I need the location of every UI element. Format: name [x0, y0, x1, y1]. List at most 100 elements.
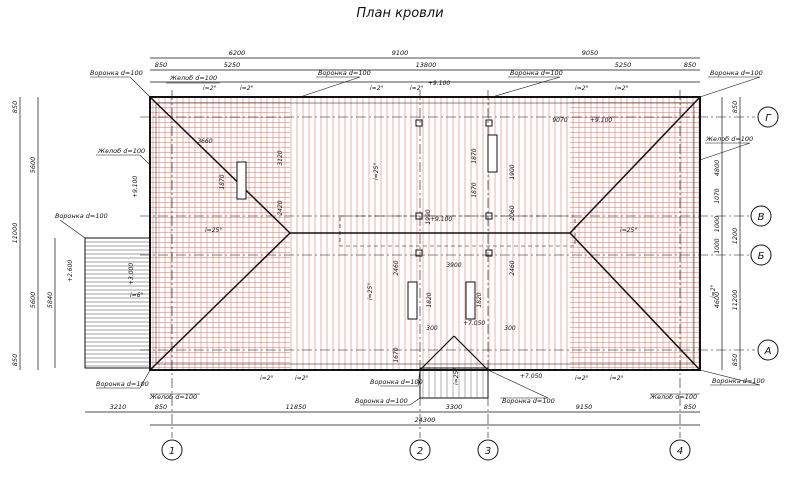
dim-bottom-f: 850	[684, 403, 696, 411]
vent-4	[485, 249, 493, 257]
dim-inner-8: 2460	[393, 260, 400, 275]
dim-bottom-d: 3300	[446, 403, 463, 411]
dim-inner-14: 300	[426, 325, 438, 332]
inner-dimensions: 3660 3120 1870 2420 1870 1870 1900 2060 …	[197, 117, 721, 363]
axis-label-a: А	[764, 346, 772, 357]
axis-marker-labels: Г В Б А 1 2 3 4	[169, 113, 772, 457]
axis-bubble-4	[669, 439, 691, 461]
roof-battens-east	[570, 97, 700, 370]
dim-left-total: 11000	[11, 223, 19, 244]
dim-bottom-total: 24300	[415, 416, 436, 424]
dim-inner-16: 9070	[552, 117, 567, 124]
slope-marks: i=25° i=25° i=25° i=25° i=6° i=25° i=2° …	[130, 85, 717, 385]
leader-funnel-nw	[90, 76, 151, 98]
axis-bubble-v	[750, 205, 772, 227]
porch-hip-left	[419, 335, 455, 371]
dim-inner-0: 3660	[197, 138, 212, 145]
dim-inner-18: 1000	[714, 238, 721, 253]
dimension-lines	[19, 57, 741, 426]
level-marks: +9.100 +9.100 +9.100 +7.050 +7.050 +3.00…	[67, 80, 612, 380]
drawing-title: План кровли	[356, 6, 444, 21]
axis-bubble-g	[757, 106, 779, 128]
leader-funnel-se	[699, 369, 761, 386]
label-funnel-annex: Воронка d=100	[55, 212, 108, 220]
slope-12: i=2°	[260, 375, 274, 382]
slope-5: i=25°	[453, 368, 460, 385]
slope-0: i=25°	[205, 227, 222, 234]
slope-2: i=25°	[620, 227, 637, 234]
dim-left-c: 5600	[29, 292, 37, 309]
slope-7: i=2°	[240, 85, 254, 92]
dim-top-1-a: 6200	[229, 49, 246, 57]
leader-funnel-s1	[380, 369, 421, 387]
dim-bottom-b: 850	[155, 403, 167, 411]
dim-right-e: 4600	[713, 292, 721, 309]
dim-left-b: 5600	[29, 157, 37, 174]
dim-top-1-c: 9050	[582, 49, 599, 57]
axis-markers	[161, 106, 779, 461]
leader-funnel-ne	[491, 76, 561, 98]
slope-14: i=2°	[575, 375, 589, 382]
level-4: +7.050	[520, 373, 542, 380]
skylight-2	[487, 134, 498, 173]
label-funnel-s3: Воронка d=100	[502, 397, 555, 405]
label-funnel-s2: Воронка d=100	[355, 397, 408, 405]
leader-gutter-e	[699, 142, 751, 161]
level-2: +9.100	[430, 216, 452, 223]
level-5: +3.000	[128, 263, 135, 285]
skylight-3	[407, 281, 418, 320]
dim-top-2-e: 850	[684, 61, 696, 69]
axis-label-b: Б	[758, 251, 765, 262]
level-6: +2.600	[67, 260, 74, 282]
dim-right-c: 1000	[713, 216, 721, 233]
level-3: +7.050	[463, 320, 485, 327]
skylight-4	[465, 281, 476, 320]
hip-line-se	[569, 232, 701, 371]
slope-1: i=25°	[373, 163, 380, 180]
dim-inner-11: 3900	[446, 262, 461, 269]
skylight-1	[236, 161, 247, 200]
hip-line-ne	[569, 96, 701, 234]
label-gutter-s: Желоб d=100	[149, 393, 197, 401]
dim-right-total: 11200	[731, 290, 739, 311]
porch-hip-right	[453, 335, 489, 371]
axis-label-3: 3	[485, 446, 491, 457]
label-funnel-s1: Воронка d=100	[370, 378, 423, 386]
dim-top-1-b: 9100	[392, 49, 409, 57]
axis-bubble-a	[757, 339, 779, 361]
slope-6: i=2°	[203, 85, 217, 92]
dim-bottom-a: 3210	[110, 403, 127, 411]
dim-top-2-a: 850	[155, 61, 167, 69]
vent-6	[485, 119, 493, 127]
slope-15: i=2°	[610, 375, 624, 382]
dim-top-2-b: 5250	[224, 61, 241, 69]
leader-funnel-sw	[96, 369, 151, 389]
dim-inner-2: 1870	[219, 174, 226, 189]
leader-funnel-annex	[59, 219, 86, 239]
axis-label-1: 1	[169, 446, 175, 457]
dim-inner-1: 3120	[277, 150, 284, 165]
annex-roof	[84, 237, 151, 369]
dim-inner-13: 1820	[476, 292, 483, 307]
slope-4: i=6°	[130, 292, 144, 299]
leader-funnel-s2	[360, 397, 421, 406]
label-funnel-nw: Воронка d=100	[90, 69, 143, 77]
label-funnel-se: Воронка d=100	[712, 377, 765, 385]
slope-3: i=25°	[367, 283, 374, 300]
label-gutter-se: Желоб d=100	[649, 393, 697, 401]
label-gutter-n: Желоб d=100	[169, 74, 217, 82]
leader-funnel-s3	[487, 369, 549, 399]
dim-left-d: 850	[11, 354, 19, 366]
dim-top-2-d: 5250	[615, 61, 632, 69]
leader-gutter-w	[96, 154, 151, 166]
hip-line-sw	[149, 232, 291, 371]
axis-bubble-2	[409, 439, 431, 461]
level-1: +9.100	[132, 176, 139, 198]
vent-5	[415, 119, 423, 127]
dim-inner-4: 1870	[471, 148, 478, 163]
callout-labels: Воронка d=100 Желоб d=100 Воронка d=100 …	[55, 69, 765, 405]
label-gutter-w: Желоб d=100	[97, 147, 145, 155]
dim-bottom-e: 9150	[576, 403, 593, 411]
roof-battens-west	[150, 97, 290, 370]
slope-10: i=2°	[575, 85, 589, 92]
